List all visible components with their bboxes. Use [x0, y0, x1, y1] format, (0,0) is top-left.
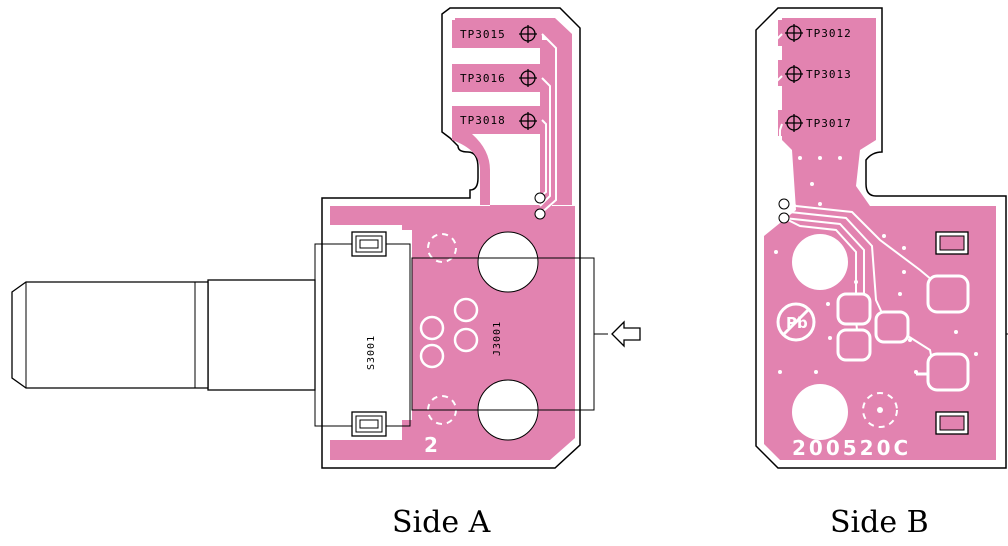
crosshair-icon — [519, 25, 537, 43]
pb-mark-text: Pb — [786, 314, 808, 332]
side-b-pad-b — [874, 310, 910, 344]
side-a-via-2 — [534, 208, 546, 220]
crosshair-icon — [785, 114, 803, 132]
side-a-tp-label-1: TP3015 — [460, 28, 506, 41]
crosshair-icon — [519, 69, 537, 87]
side-a-tp-pad-3 — [452, 106, 542, 134]
side-b-tp-label-2: TP3013 — [806, 68, 852, 81]
crosshair-icon — [785, 65, 803, 83]
side-b-board-code: 200520C — [792, 436, 911, 460]
side-b-pad-e — [926, 352, 970, 392]
side-a-trace-2 — [539, 77, 551, 207]
side-b-trace-2 — [773, 75, 889, 327]
side-a-switch-pad-top — [351, 231, 387, 257]
side-a-board-mark: 2 — [424, 433, 441, 457]
side-a-switch-pad-bottom — [351, 411, 387, 437]
side-b-board: Pb TP3012 TP3013 — [755, 7, 1008, 469]
side-b-pad-c — [836, 328, 872, 362]
side-a-pin-hole-1 — [453, 297, 479, 323]
side-a-mount-hole-top — [477, 231, 539, 293]
side-a-pin-hole-4 — [419, 343, 445, 369]
side-a-pin-hole-3 — [419, 315, 445, 341]
side-b-trace-3 — [779, 123, 945, 291]
side-a-shaft — [11, 279, 316, 391]
side-b-square-pad-top — [935, 231, 969, 255]
arrow-left-icon — [611, 320, 641, 348]
side-a-board: TP3015 TP3016 TP3018 J3 — [11, 7, 641, 469]
side-a-trace-1 — [539, 33, 557, 215]
crosshair-icon — [519, 112, 537, 130]
side-a-tp-label-2: TP3016 — [460, 72, 506, 85]
side-b-tp-label-1: TP3012 — [806, 27, 852, 40]
side-a-pin-hole-2 — [453, 327, 479, 353]
crosshair-icon — [785, 24, 803, 42]
side-a-tp-label-3: TP3018 — [460, 114, 506, 127]
side-a-caption: Side A — [392, 505, 491, 540]
side-a-dashed-hole-top — [427, 233, 457, 263]
side-b-via-2 — [778, 212, 790, 224]
side-b-square-pad-bottom — [935, 411, 969, 435]
side-b-dashed-hole — [862, 392, 898, 428]
pb-free-icon: Pb — [776, 302, 816, 342]
side-b-mount-hole-top — [792, 234, 848, 290]
side-b-mount-hole-bottom — [792, 384, 848, 440]
side-a-switch-ref: S3001 — [366, 335, 377, 370]
side-b-pad-d — [926, 274, 970, 314]
side-b-via-dots — [774, 156, 978, 374]
side-b-caption: Side B — [830, 505, 929, 540]
side-a-jack-ref: J3001 — [492, 321, 503, 356]
side-b-trace-1 — [767, 33, 865, 313]
side-b-pad-a — [836, 292, 872, 326]
side-b-tp-label-3: TP3017 — [806, 117, 852, 130]
side-b-via-1 — [778, 198, 790, 210]
side-a-via-1 — [534, 192, 546, 204]
